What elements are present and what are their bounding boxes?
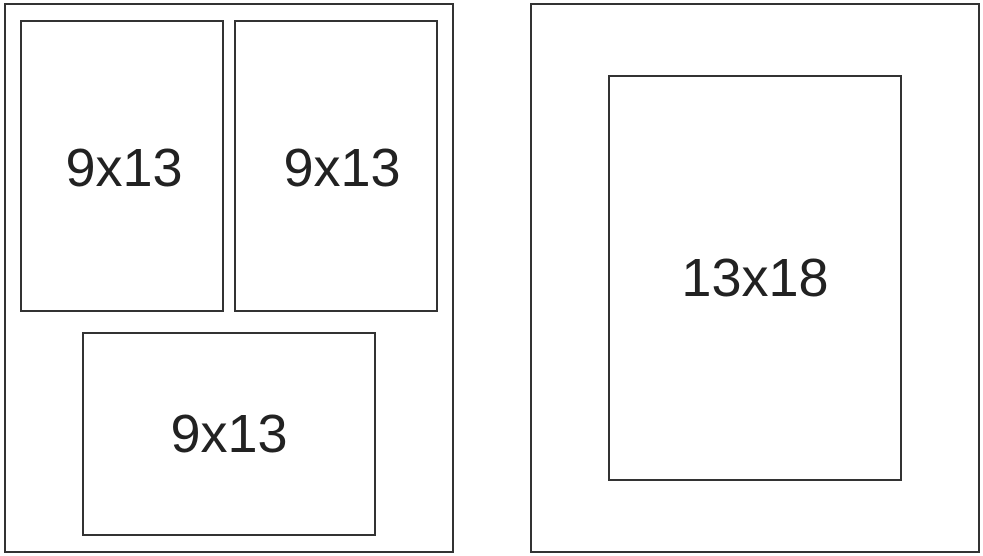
slot-size-label: 9x13 (65, 138, 183, 198)
slot-size-label: 9x13 (283, 138, 401, 198)
photo-slot-left-top-right: 9x13 (234, 20, 438, 312)
slot-size-label: 9x13 (170, 404, 288, 464)
photo-slot-right-center: 13x18 (608, 75, 902, 481)
slot-size-label: 13x18 (681, 248, 829, 308)
photo-slot-left-bottom: 9x13 (82, 332, 376, 536)
photo-slot-left-top-left: 9x13 (20, 20, 224, 312)
